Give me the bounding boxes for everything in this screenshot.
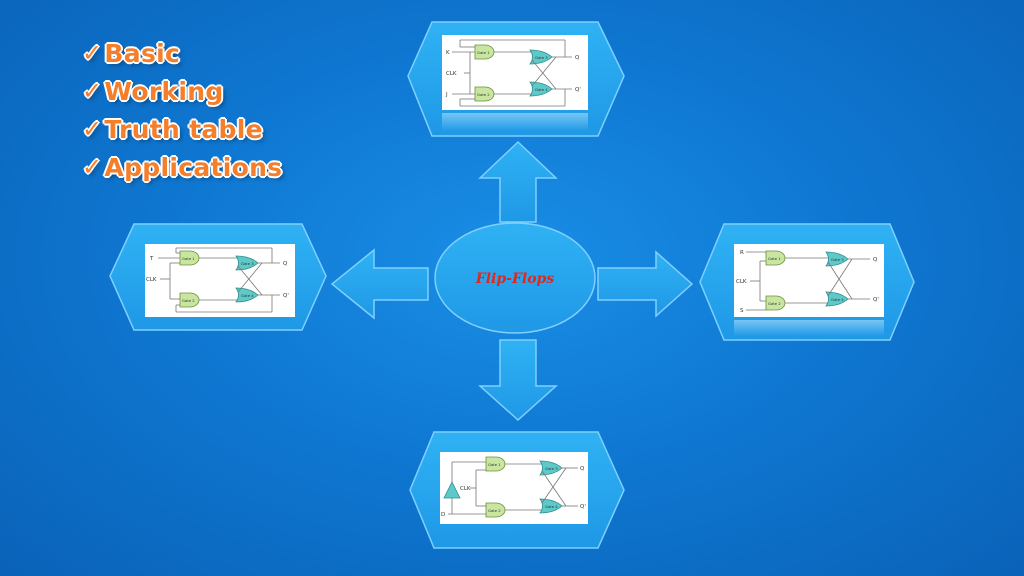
output-label-q-bar: Q' [575, 87, 581, 93]
input-label-d: D [441, 512, 445, 518]
input-label-j: J [445, 92, 448, 98]
gate-label: Gate 3 [535, 55, 548, 60]
gate-label: Gate 2 [488, 508, 501, 513]
gate-label: Gate 1 [768, 256, 781, 261]
gate-label: Gate 3 [831, 257, 844, 262]
input-label-clk: CLK [146, 277, 157, 283]
gate-label: Gate 2 [182, 298, 195, 303]
checklist-item-basic: ✓Basic [82, 34, 282, 72]
arrow-down [478, 339, 558, 422]
gate-label: Gate 4 [241, 293, 254, 298]
input-label-s: S [740, 308, 744, 314]
checklist-item-working: ✓Working [82, 72, 282, 110]
input-label-t: T [149, 256, 154, 262]
checklist-item-label: Truth table [104, 114, 263, 144]
output-label-q: Q [575, 55, 580, 61]
checklist-item-applications: ✓Applications [82, 148, 282, 186]
input-label-r: R [740, 250, 744, 256]
output-label-q: Q [873, 257, 878, 263]
checklist-item-truth-table: ✓Truth table [82, 110, 282, 148]
hexagon-top: K CLK J Gate 1 Gate 2 Gate 3 Gate 4 Q Q' [407, 21, 625, 137]
arrow-up [478, 140, 558, 223]
circuit-d: CLK D Gate 1 Gate 2 Gate 3 Gate 4 Q Q' [441, 456, 586, 518]
input-label-clk: CLK [460, 486, 471, 492]
gate-label: Gate 1 [477, 50, 490, 55]
gate-label: Gate 1 [488, 462, 501, 467]
input-label-k: K [446, 50, 450, 56]
checkmark-icon: ✓ [82, 77, 103, 105]
circuit-jk: K CLK J Gate 1 Gate 2 Gate 3 Gate 4 Q Q' [445, 39, 581, 107]
gate-label: Gate 2 [477, 92, 490, 97]
circuit-panel-left [145, 244, 295, 317]
center-ellipse [434, 222, 596, 334]
output-label-q: Q [283, 261, 288, 267]
circuit-rs: R CLK S Gate 1 Gate 2 Gate 3 Gate 4 Q Q' [736, 250, 879, 314]
gate-label: Gate 4 [535, 87, 548, 92]
arrow-left [330, 248, 429, 320]
circuit-t: T CLK Gate 1 Gate 2 Gate 3 Gate 4 Q Q' [146, 247, 289, 313]
gate-label: Gate 3 [241, 261, 254, 266]
hexagon-bottom: CLK D Gate 1 Gate 2 Gate 3 Gate 4 Q Q' [409, 431, 625, 549]
gate-label: Gate 2 [768, 301, 781, 306]
output-label-q-bar: Q' [873, 297, 879, 303]
output-label-q-bar: Q' [283, 293, 289, 299]
checkmark-icon: ✓ [82, 39, 103, 67]
output-label-q-bar: Q' [580, 504, 586, 510]
checklist-item-label: Working [104, 76, 224, 106]
circuit-panel-right [734, 244, 884, 317]
checkmark-icon: ✓ [82, 153, 103, 181]
input-label-clk: CLK [446, 71, 457, 77]
gate-label: Gate 4 [545, 504, 558, 509]
circuit-panel-top [442, 35, 588, 110]
hexagon-right: R CLK S Gate 1 Gate 2 Gate 3 Gate 4 Q Q' [699, 223, 915, 341]
checkmark-icon: ✓ [82, 115, 103, 143]
checklist-item-label: Applications [104, 152, 283, 182]
hexagon-left: T CLK Gate 1 Gate 2 Gate 3 Gate 4 Q Q' [109, 223, 327, 331]
gate-label: Gate 1 [182, 256, 195, 261]
arrow-right [597, 250, 694, 318]
topic-checklist: ✓Basic ✓Working ✓Truth table ✓Applicatio… [82, 34, 282, 186]
output-label-q: Q [580, 466, 585, 472]
gate-label: Gate 4 [831, 297, 844, 302]
center-label: Flip-Flops [475, 271, 555, 287]
input-label-clk: CLK [736, 279, 747, 285]
checklist-item-label: Basic [104, 38, 181, 68]
gate-label: Gate 3 [545, 466, 558, 471]
